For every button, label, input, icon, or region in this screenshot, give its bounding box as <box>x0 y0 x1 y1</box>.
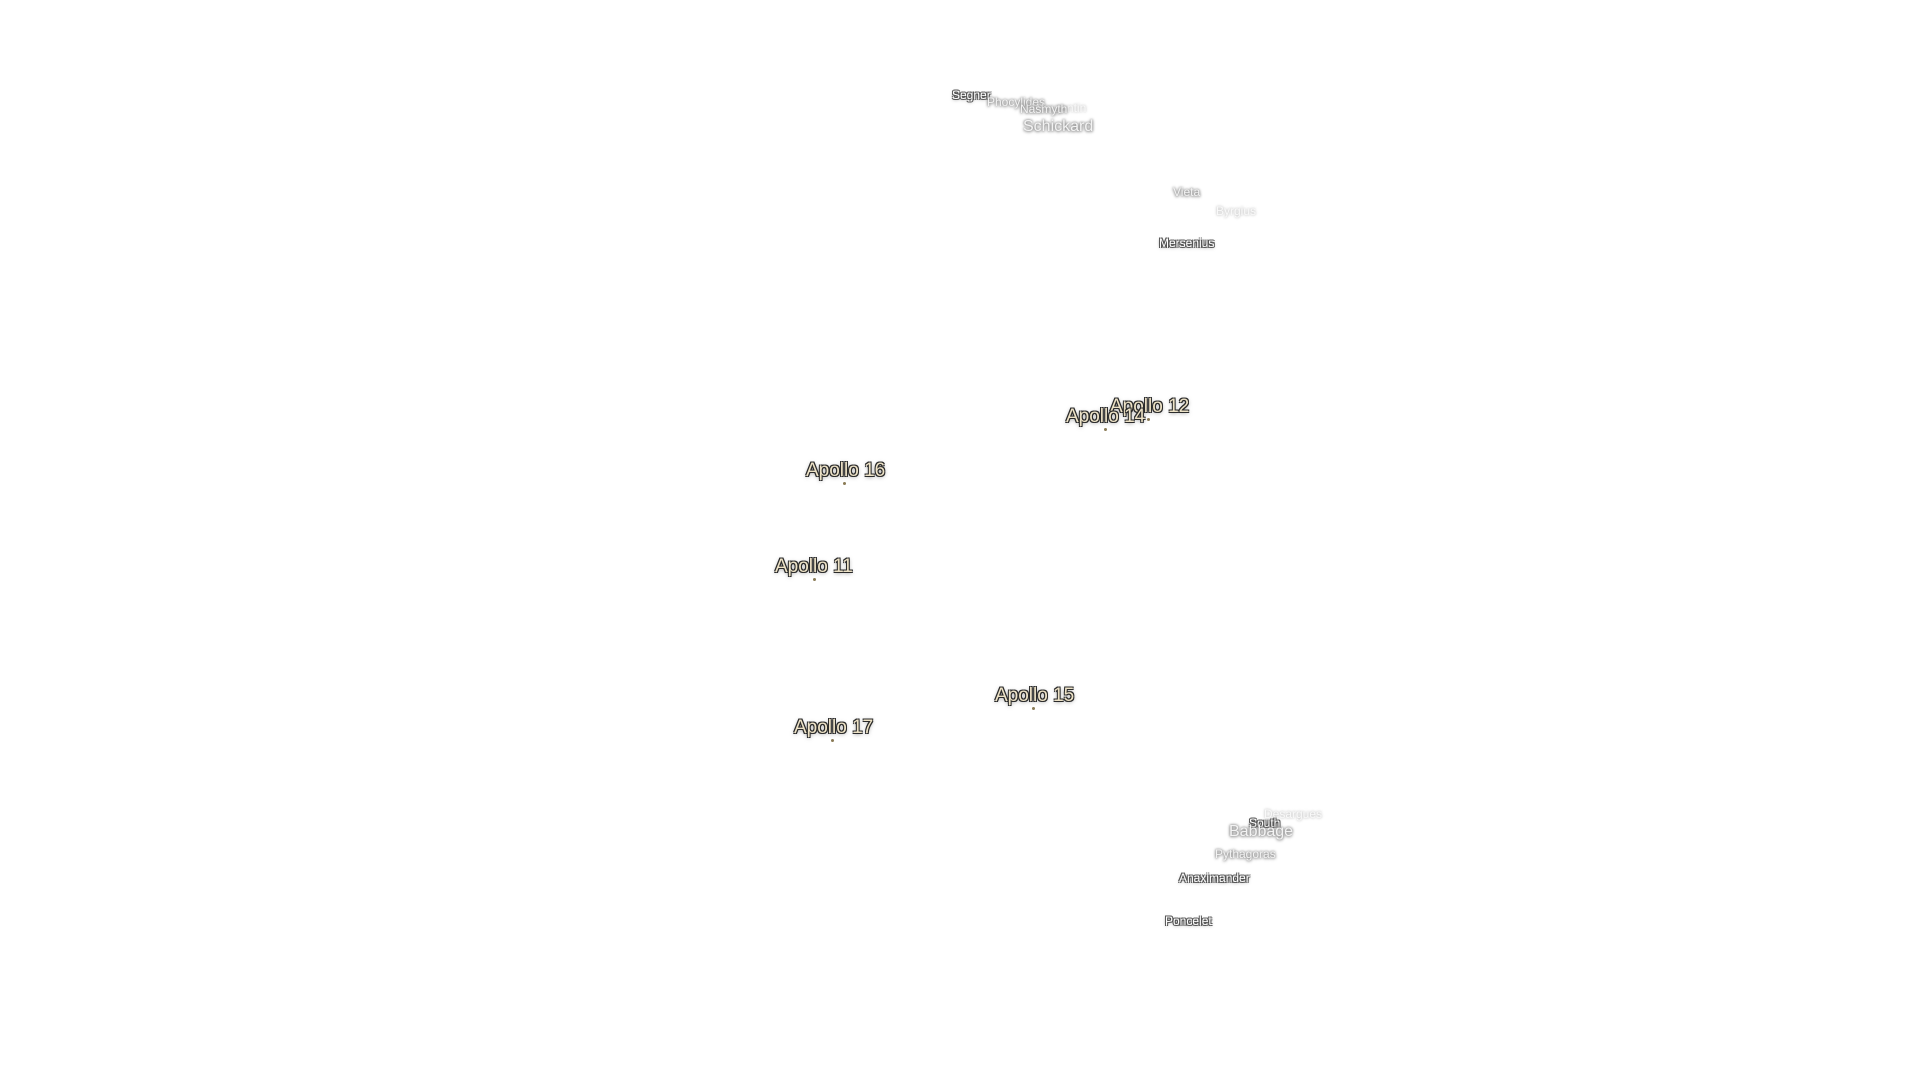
crater-label-byrgius[interactable]: Byrgius <box>1216 204 1257 218</box>
apollo-14-label[interactable]: Apollo 14 <box>1066 407 1145 431</box>
apollo-14-marker[interactable] <box>1104 428 1107 431</box>
crater-label-segner[interactable]: Segner <box>952 88 991 102</box>
crater-label-phocylides[interactable]: Phocylides <box>987 95 1046 109</box>
crater-label-south[interactable]: South <box>1249 816 1281 830</box>
crater-label-poncelet[interactable]: Poncelet <box>1165 914 1212 928</box>
apollo-11-label[interactable]: Apollo 11 <box>775 557 853 581</box>
apollo-12-label[interactable]: Apollo 12 <box>1110 397 1189 421</box>
crater-label-babbage[interactable]: Babbage <box>1229 823 1294 840</box>
apollo-15-marker[interactable] <box>1032 707 1035 710</box>
crater-label-nasmyth[interactable]: Nasmyth <box>1020 102 1068 116</box>
crater-label-anaximander[interactable]: Anaximander <box>1179 871 1250 885</box>
crater-label-desargues[interactable]: Desargues <box>1264 807 1323 821</box>
apollo-11-marker[interactable] <box>813 578 816 581</box>
apollo-16-marker[interactable] <box>843 482 846 485</box>
apollo-12-marker[interactable] <box>1147 418 1150 421</box>
apollo-17-label[interactable]: Apollo 17 <box>794 718 873 742</box>
crater-label-pythagoras[interactable]: Pythagoras <box>1215 847 1276 861</box>
apollo-15-label[interactable]: Apollo 15 <box>995 686 1074 710</box>
apollo-16-label[interactable]: Apollo 16 <box>806 461 885 485</box>
apollo-17-marker[interactable] <box>831 739 834 742</box>
crater-label-schickard[interactable]: Schickard <box>1023 118 1094 135</box>
crater-label-wargentin[interactable]: Wargentin <box>1032 101 1087 115</box>
crater-label-mersenius[interactable]: Mersenius <box>1159 236 1215 250</box>
crater-label-vieta[interactable]: Vieta <box>1173 185 1201 199</box>
